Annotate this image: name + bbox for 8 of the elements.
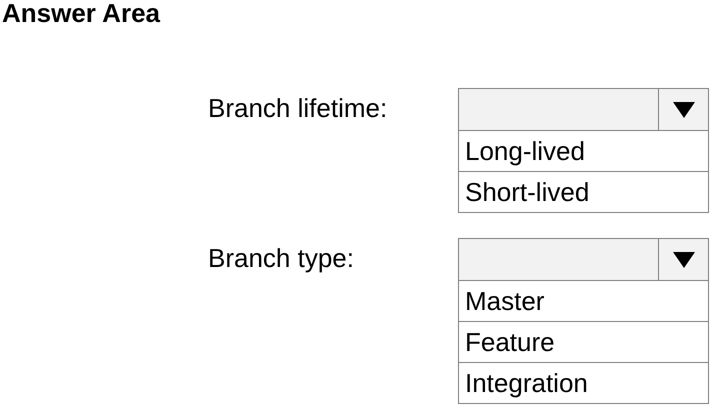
dropdown-option: Short-lived [458, 172, 709, 213]
dropdown-option: Feature [458, 322, 709, 363]
heading: Answer Area [2, 0, 160, 29]
dropdown-option: Master [458, 281, 709, 322]
dropdown-option: Integration [458, 363, 709, 404]
dropdown-option: Long-lived [458, 131, 709, 172]
field-label: Branch type: [208, 243, 354, 274]
field-label: Branch lifetime: [208, 93, 388, 124]
